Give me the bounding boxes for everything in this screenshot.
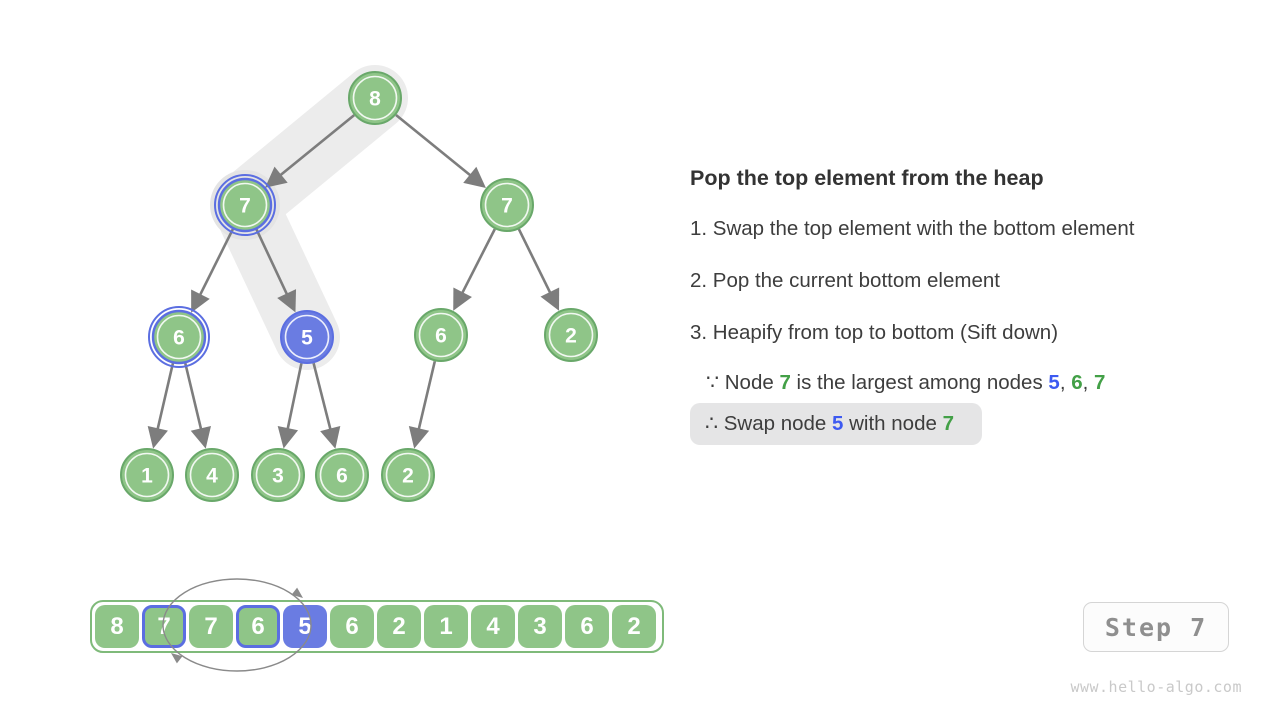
array-cell: 1 — [424, 605, 468, 648]
array-cell: 2 — [377, 605, 421, 648]
tree-node-value: 7 — [501, 195, 513, 218]
tree-edge — [277, 363, 303, 449]
array-cell: 2 — [612, 605, 656, 648]
tree-edge — [408, 361, 437, 449]
tree-node: 7 — [214, 174, 276, 236]
tree-node-value: 5 — [301, 327, 313, 350]
node-5-ref: 5 — [832, 412, 844, 435]
tree-edge — [264, 114, 356, 188]
tree-edge — [184, 362, 211, 449]
tree-edge — [191, 228, 235, 313]
tree-node: 8 — [348, 71, 402, 125]
therefore-text: ∴ Swap node — [705, 412, 833, 435]
node-7-ref: 7 — [942, 412, 954, 435]
watermark: www.hello-algo.com — [1070, 678, 1242, 696]
because-text: is the largest among nodes — [790, 371, 1049, 394]
tree-node: 6 — [315, 448, 369, 502]
tree-node-value: 4 — [206, 465, 218, 488]
tree-node: 1 — [120, 448, 174, 502]
node-7-ref: 7 — [779, 371, 791, 394]
tree-node: 6 — [414, 308, 468, 362]
node-7-ref: 7 — [1094, 371, 1106, 394]
tree-edge — [255, 228, 297, 313]
tree-node-value: 7 — [239, 195, 251, 218]
step-line-2: 2. Pop the current bottom element — [690, 269, 1000, 292]
heap-array: 8 7 7 6 5 6 2 1 4 3 6 2 — [90, 600, 664, 653]
because-text: , — [1059, 371, 1072, 394]
step-line-3: 3. Heapify from top to bottom (Sift down… — [690, 321, 1059, 344]
tree-node: 6 — [148, 306, 210, 368]
array-cell: 3 — [518, 605, 562, 648]
array-cell: 6 — [236, 605, 280, 648]
tree-node-value: 3 — [272, 465, 284, 488]
tree-node-value: 2 — [402, 465, 414, 488]
tree-edge — [147, 363, 175, 449]
array-cell: 8 — [95, 605, 139, 648]
step-line-1: 1. Swap the top element with the bottom … — [690, 217, 1135, 240]
tree-node-value: 6 — [435, 325, 447, 348]
tree-node: 5 — [280, 310, 334, 364]
page-title: Pop the top element from the heap — [690, 166, 1044, 190]
tree-edge — [517, 228, 560, 311]
sift-path-highlight — [212, 65, 408, 370]
because-text: , — [1082, 371, 1095, 394]
tree-nodes: 8 7 7 6 — [120, 71, 598, 502]
tree-edge — [453, 228, 496, 311]
array-cell: 4 — [471, 605, 515, 648]
array-cell: 5 — [283, 605, 327, 648]
tree-node: 4 — [185, 448, 239, 502]
tree-node-value: 2 — [565, 325, 577, 348]
tree-edges — [147, 113, 560, 449]
tree-edge — [312, 362, 341, 449]
tree-node: 2 — [381, 448, 435, 502]
tree-node-value: 8 — [369, 88, 381, 111]
node-6-ref: 6 — [1071, 371, 1083, 394]
tree-node-value: 6 — [173, 327, 185, 350]
therefore-pill: ∴ Swap node 5 with node 7 — [690, 403, 982, 445]
because-text: ∵ Node — [706, 371, 780, 394]
tree-node: 7 — [480, 178, 534, 232]
array-cell: 7 — [189, 605, 233, 648]
tree-node: 3 — [251, 448, 305, 502]
tree-node: 2 — [544, 308, 598, 362]
tree-edge — [395, 113, 486, 188]
array-cell: 6 — [330, 605, 374, 648]
array-cell: 7 — [142, 605, 186, 648]
tree-node-value: 6 — [336, 465, 348, 488]
tree-node-value: 1 — [141, 465, 153, 488]
step-counter-badge: Step 7 — [1083, 602, 1229, 652]
therefore-text: with node — [843, 412, 943, 435]
array-cell: 6 — [565, 605, 609, 648]
node-5-ref: 5 — [1048, 371, 1060, 394]
because-line: ∵ Node 7 is the largest among nodes 5, 6… — [706, 370, 1105, 395]
sift-path-knot — [210, 170, 280, 240]
